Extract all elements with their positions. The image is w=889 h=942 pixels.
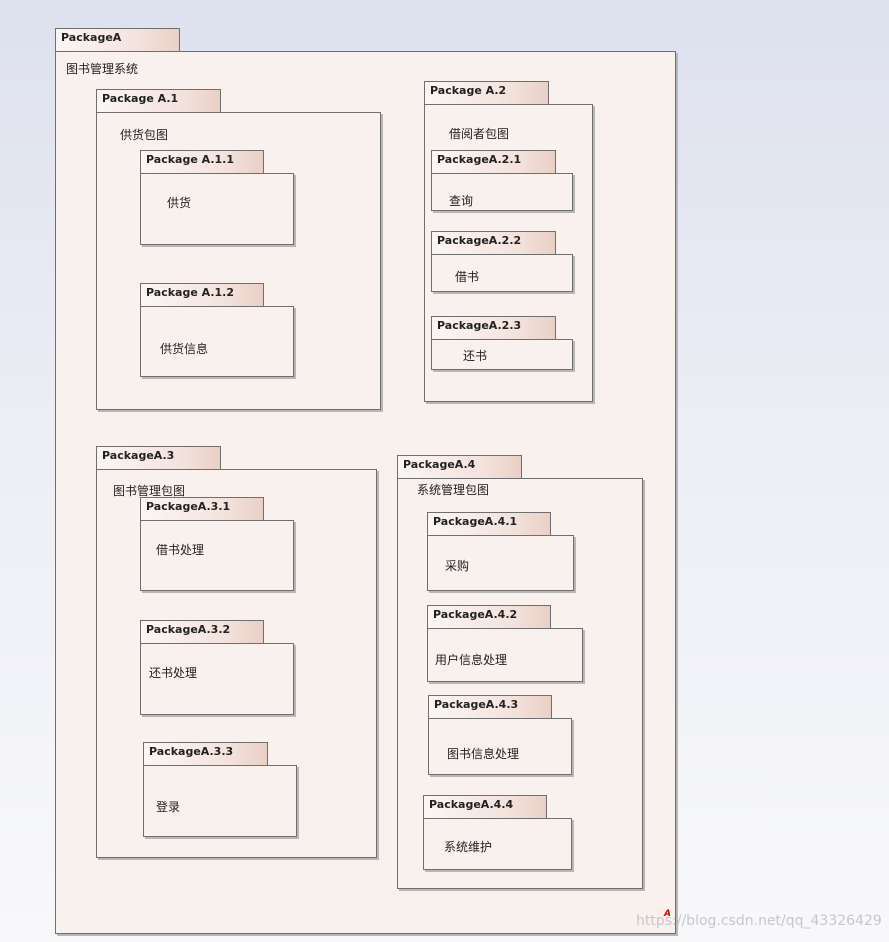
package-a21-tab[interactable]: PackageA.2.1 <box>431 150 556 174</box>
package-a33-body[interactable] <box>143 765 297 837</box>
package-a1-label: 供货包图 <box>120 128 169 142</box>
package-a-label: 图书管理系统 <box>66 62 139 76</box>
package-a1-tab[interactable]: Package A.1 <box>96 89 221 113</box>
package-a42-body[interactable] <box>427 628 583 682</box>
package-a2-tab[interactable]: Package A.2 <box>424 81 549 105</box>
package-a43-body[interactable] <box>428 718 572 775</box>
package-a32-tab[interactable]: PackageA.3.2 <box>140 620 264 644</box>
package-a12-label: 供货信息 <box>160 342 209 356</box>
package-a43-tab[interactable]: PackageA.4.3 <box>428 695 552 719</box>
package-a31-tab[interactable]: PackageA.3.1 <box>140 497 264 521</box>
package-a32-label: 还书处理 <box>149 666 198 680</box>
watermark: https://blog.csdn.net/qq_43326429 <box>636 913 882 929</box>
package-a3-label: 图书管理包图 <box>113 484 186 498</box>
package-a31-label: 借书处理 <box>156 543 205 557</box>
package-a11-tab[interactable]: Package A.1.1 <box>140 150 264 174</box>
package-a22-body[interactable] <box>431 254 573 292</box>
package-a22-label: 借书 <box>455 270 480 284</box>
package-a2-label: 借阅者包图 <box>449 127 510 141</box>
package-a12-tab[interactable]: Package A.1.2 <box>140 283 264 307</box>
package-a43-label: 图书信息处理 <box>447 747 520 761</box>
package-a44-tab[interactable]: PackageA.4.4 <box>423 795 547 819</box>
package-a44-label: 系统维护 <box>444 840 493 854</box>
package-a42-tab[interactable]: PackageA.4.2 <box>427 605 551 629</box>
package-a41-body[interactable] <box>427 535 574 591</box>
package-a4-label: 系统管理包图 <box>417 483 490 497</box>
package-a41-tab[interactable]: PackageA.4.1 <box>427 512 551 536</box>
package-a22-tab[interactable]: PackageA.2.2 <box>431 231 556 255</box>
package-a31-body[interactable] <box>140 520 294 591</box>
package-a12-body[interactable] <box>140 306 294 377</box>
corner-mark: A <box>664 909 671 919</box>
package-a44-body[interactable] <box>423 818 572 870</box>
package-a21-body[interactable] <box>431 173 573 211</box>
package-a21-label: 查询 <box>449 194 474 208</box>
package-a11-label: 供货 <box>167 196 192 210</box>
package-a41-label: 采购 <box>445 559 470 573</box>
package-a23-label: 还书 <box>463 349 488 363</box>
package-a3-tab[interactable]: PackageA.3 <box>96 446 221 470</box>
package-a33-tab[interactable]: PackageA.3.3 <box>143 742 268 766</box>
package-a23-body[interactable] <box>431 339 573 370</box>
package-a33-label: 登录 <box>156 800 181 814</box>
package-a4-tab[interactable]: PackageA.4 <box>397 455 522 479</box>
package-a23-tab[interactable]: PackageA.2.3 <box>431 316 556 340</box>
package-a42-label: 用户信息处理 <box>435 653 508 667</box>
package-a-tab[interactable]: PackageA <box>55 28 180 52</box>
package-a32-body[interactable] <box>140 643 294 715</box>
package-a11-body[interactable] <box>140 173 294 245</box>
